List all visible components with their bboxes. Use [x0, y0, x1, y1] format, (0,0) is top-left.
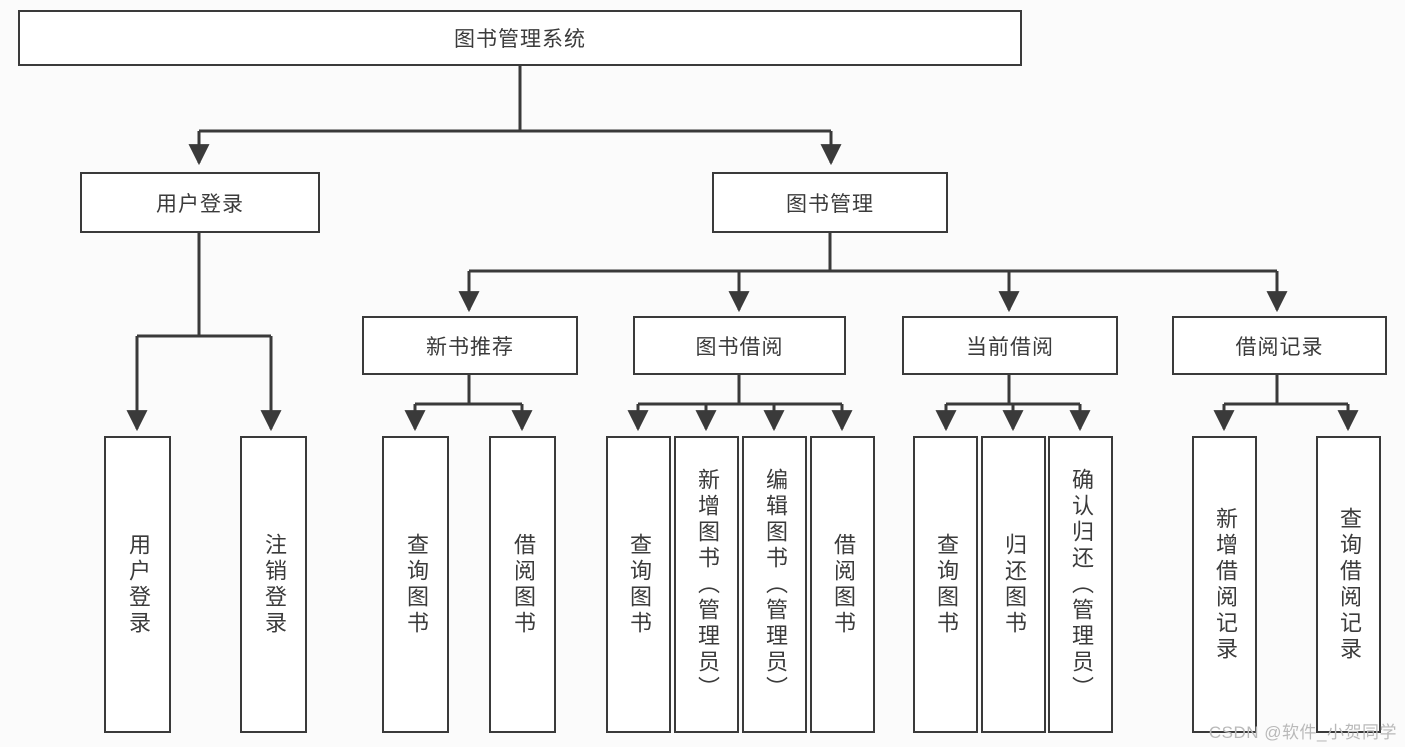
- node-borrow-record[interactable]: 借阅记录: [1172, 316, 1387, 375]
- leaf-edit-book-label: 编辑图书（管理员）: [762, 467, 788, 702]
- leaf-add-record-label: 新增借阅记录: [1212, 506, 1238, 663]
- leaf-edit-book[interactable]: 编辑图书（管理员）: [742, 436, 807, 733]
- node-root-label: 图书管理系统: [454, 28, 586, 51]
- node-borrow-record-label: 借阅记录: [1235, 335, 1324, 359]
- leaf-query-book-2-label: 查询图书: [626, 532, 652, 637]
- leaf-query-book-1[interactable]: 查询图书: [382, 436, 449, 733]
- leaf-query-book-3[interactable]: 查询图书: [913, 436, 978, 733]
- leaf-borrow-book-1[interactable]: 借阅图书: [489, 436, 556, 733]
- leaf-return-book[interactable]: 归还图书: [981, 436, 1046, 733]
- watermark: CSDN @软件_小贺同学: [1208, 723, 1397, 742]
- leaf-query-book-3-label: 查询图书: [933, 532, 959, 637]
- leaf-add-record[interactable]: 新增借阅记录: [1192, 436, 1257, 733]
- node-current-borrow[interactable]: 当前借阅: [902, 316, 1118, 375]
- leaf-user-login[interactable]: 用户登录: [104, 436, 171, 733]
- leaf-logout-label: 注销登录: [261, 532, 287, 637]
- node-book-management[interactable]: 图书管理: [712, 172, 948, 233]
- leaf-add-book-label: 新增图书（管理员）: [694, 467, 720, 702]
- node-current-borrow-label: 当前借阅: [966, 335, 1054, 359]
- node-book-management-label: 图书管理: [786, 192, 874, 216]
- leaf-query-record[interactable]: 查询借阅记录: [1316, 436, 1381, 733]
- leaf-query-book-1-label: 查询图书: [403, 532, 429, 637]
- node-book-borrow-label: 图书借阅: [695, 335, 784, 359]
- node-book-borrow[interactable]: 图书借阅: [633, 316, 846, 375]
- leaf-confirm-return[interactable]: 确认归还（管理员）: [1048, 436, 1113, 733]
- leaf-query-book-2[interactable]: 查询图书: [606, 436, 671, 733]
- leaf-user-login-label: 用户登录: [125, 532, 151, 637]
- leaf-logout[interactable]: 注销登录: [240, 436, 307, 733]
- leaf-add-book[interactable]: 新增图书（管理员）: [674, 436, 739, 733]
- leaf-borrow-book-2[interactable]: 借阅图书: [810, 436, 875, 733]
- node-user-login[interactable]: 用户登录: [80, 172, 320, 233]
- leaf-query-record-label: 查询借阅记录: [1336, 506, 1362, 663]
- node-root[interactable]: 图书管理系统: [18, 10, 1022, 66]
- node-new-book-recommend-label: 新书推荐: [426, 335, 514, 359]
- node-user-login-label: 用户登录: [156, 192, 244, 216]
- node-new-book-recommend[interactable]: 新书推荐: [362, 316, 578, 375]
- leaf-borrow-book-2-label: 借阅图书: [830, 532, 856, 637]
- leaf-confirm-return-label: 确认归还（管理员）: [1068, 467, 1094, 702]
- leaf-return-book-label: 归还图书: [1001, 532, 1027, 637]
- leaf-borrow-book-1-label: 借阅图书: [510, 532, 536, 637]
